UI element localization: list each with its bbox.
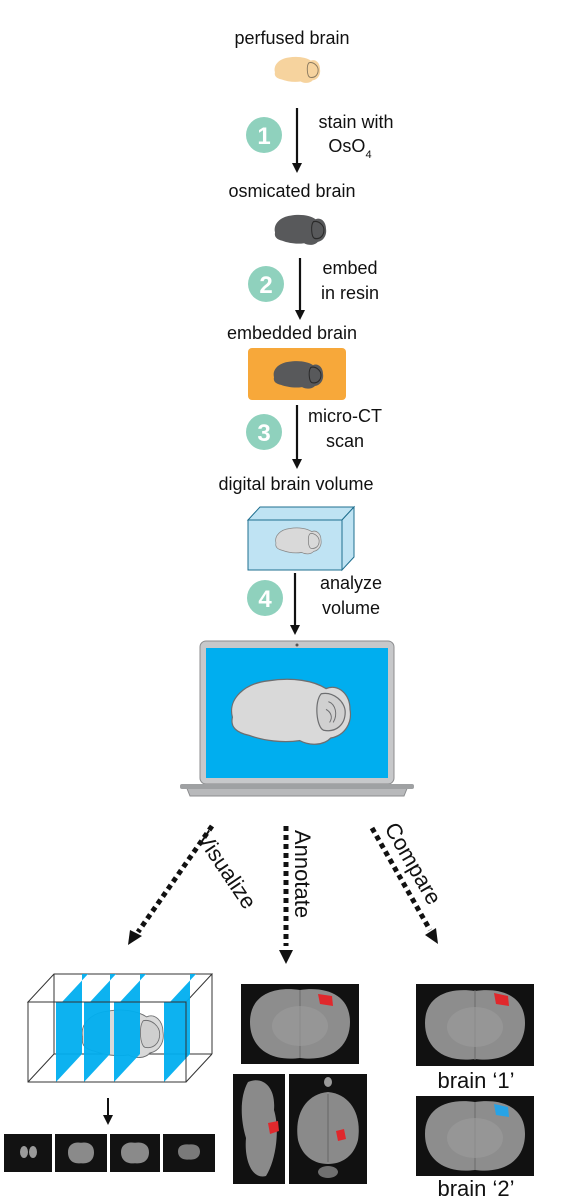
step-4-text-line1: analyze [320,573,382,593]
svg-text:1: 1 [257,123,270,150]
compare-label-brain-2: brain ‘2’ [437,1176,514,1200]
visualize-slices-cube [26,973,214,1083]
branch-arrow-annotate [279,826,293,964]
step-2-text-line2: in resin [321,283,379,303]
branch-label-visualize: Visualize [192,827,262,914]
annotate-sagittal-slice [233,1074,285,1184]
branch-label-annotate: Annotate [290,830,315,918]
laptop-icon [180,640,414,797]
embedded-brain-icon [273,361,324,389]
step-1-text-line2: OsO4 [328,136,371,161]
branch-arrow-compare [369,826,438,944]
step-3-text-line1: micro-CT [308,406,382,426]
laptop-brain-icon [230,678,352,745]
perfused-brain-icon [274,56,321,83]
svg-text:3: 3 [257,420,270,447]
step-badge-1: 1 [246,117,282,153]
step-4-text-line2: volume [322,598,380,618]
branch-arrow-visualize [128,824,215,945]
step-badge-2: 2 [248,266,284,302]
step-3-text-line2: scan [326,431,364,451]
svg-text:4: 4 [258,586,272,613]
stage-label-osmicated: osmicated brain [228,181,355,201]
visualize-slice-strip [4,1134,215,1172]
compare-slice-brain-2 [416,1096,534,1176]
compare-slice-brain-1 [416,984,534,1066]
step-1-text-line1: stain with [318,112,393,132]
volume-cube-icon [246,505,356,572]
compare-label-brain-1: brain ‘1’ [437,1068,514,1093]
osmicated-brain-icon [274,214,327,245]
svg-text:2: 2 [259,272,272,299]
annotate-coronal-slice [241,984,359,1064]
stage-label-embedded: embedded brain [227,323,357,343]
stage-label-digital-volume: digital brain volume [218,474,373,494]
step-2-text-line1: embed [322,258,377,278]
step-badge-3: 3 [246,414,282,450]
stage-label-perfused: perfused brain [234,28,349,48]
step-badge-4: 4 [247,580,283,616]
annotate-horizontal-slice [289,1074,367,1184]
